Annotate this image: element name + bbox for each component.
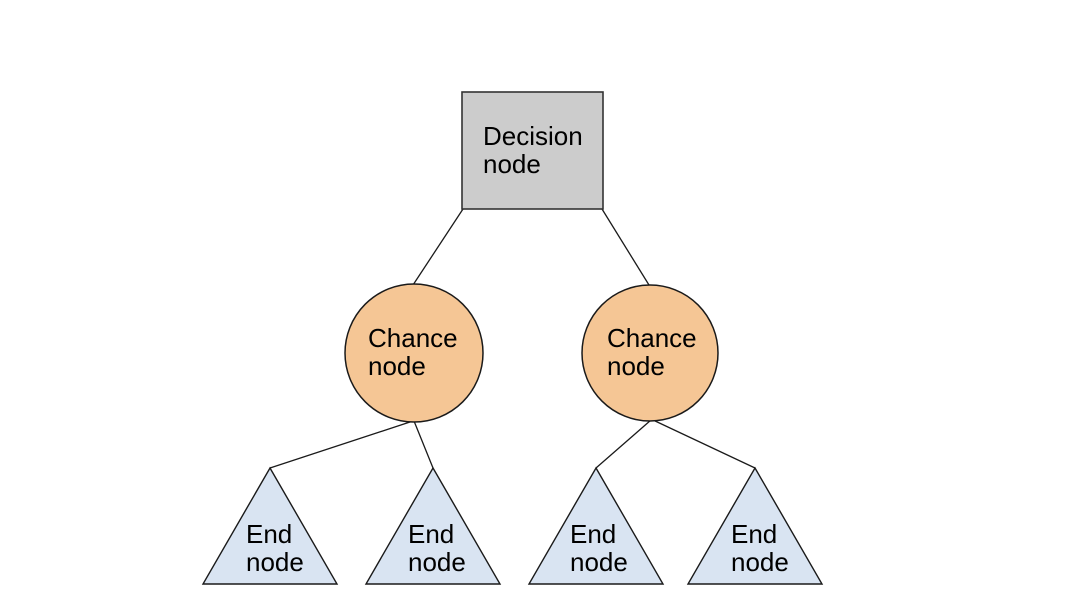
end-node-2-label-line1: End [408, 519, 454, 549]
end-node-4-label-line1: End [731, 519, 777, 549]
edge-chance-right-to-end-3 [595, 419, 652, 469]
edge-decision-to-chance-right [601, 208, 650, 286]
chance-right-label-line1: Chance [607, 323, 697, 353]
chance-left-label-line2: node [368, 351, 426, 381]
end-node-1-label-line2: node [246, 547, 304, 577]
chance-node-circle-right [581, 284, 719, 422]
edge-chance-left-to-end-1 [269, 420, 414, 469]
chance-left-label-line1: Chance [368, 323, 458, 353]
end-node-triangle-1 [201, 466, 339, 585]
end-node-4-label-line2: node [731, 547, 789, 577]
end-node-triangle-2 [364, 466, 502, 585]
edge-chance-right-to-end-4 [652, 419, 756, 469]
end-node-2-label-line2: node [408, 547, 466, 577]
edge-chance-left-to-end-2 [413, 420, 434, 469]
end-node-1-label-line1: End [246, 519, 292, 549]
decision-node-label-line1: Decision [483, 121, 583, 151]
end-node-triangle-3 [527, 466, 665, 585]
chance-node-circle-left [344, 283, 484, 423]
chance-right-label-line2: node [607, 351, 665, 381]
end-node-3-label-line1: End [570, 519, 616, 549]
edge-decision-to-chance-left [412, 208, 464, 286]
end-node-triangle-4 [686, 466, 824, 585]
end-node-3-label-line2: node [570, 547, 628, 577]
decision-node-label-line2: node [483, 149, 541, 179]
decision-node-square [461, 91, 604, 210]
